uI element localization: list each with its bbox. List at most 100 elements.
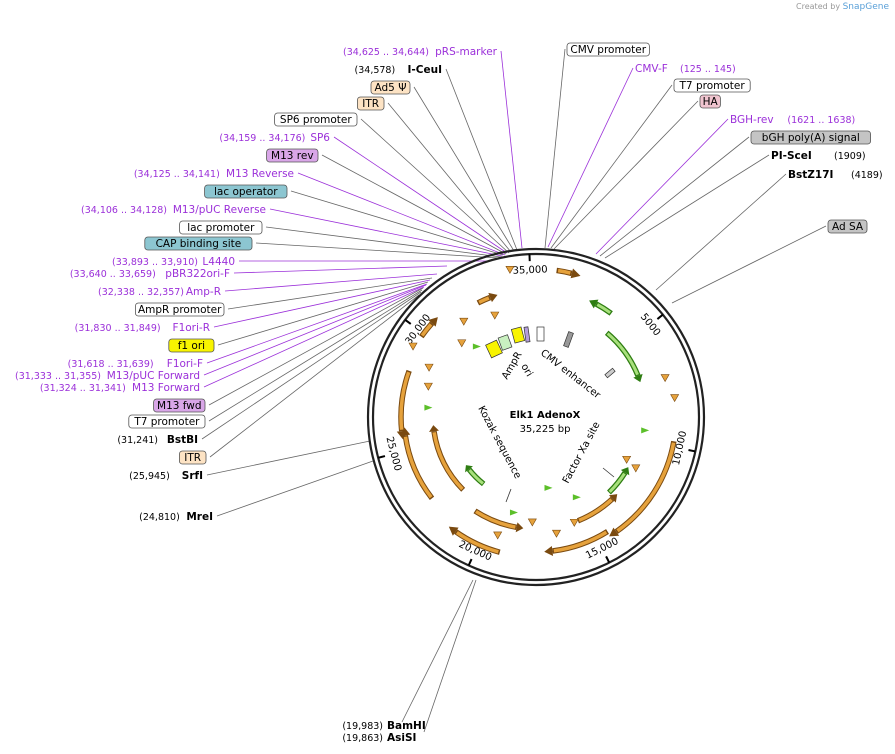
left-label[interactable]: L4440 (33,893 .. 33,910) xyxy=(112,256,235,268)
orf-arc-arrow xyxy=(609,527,620,537)
right-label[interactable]: PI-SceI(1909) xyxy=(771,150,866,162)
feature-box xyxy=(673,78,751,93)
coord-label: (125 .. 145) xyxy=(680,64,736,75)
left-label[interactable]: F1ori-F(31,618 .. 31,639) xyxy=(68,358,203,370)
left-label[interactable]: T7 promoter xyxy=(128,414,206,429)
feature-box xyxy=(144,236,253,251)
small-green-marker xyxy=(424,404,433,411)
bottom-label[interactable]: BamHI(19,983) xyxy=(342,720,425,732)
left-label[interactable]: pBR322ori-F(33,640 .. 33,659) xyxy=(70,268,230,280)
left-label[interactable]: M13 rev xyxy=(266,148,319,163)
right-label[interactable]: BGH-rev (1621 .. 1638) xyxy=(730,114,855,126)
orf-arc-arrow xyxy=(488,292,498,303)
left-label[interactable]: I-CeuI(34,578) xyxy=(355,64,442,76)
gray-block xyxy=(604,367,616,379)
left-label[interactable]: ITR xyxy=(356,96,385,111)
leader-line xyxy=(217,281,429,346)
right-label[interactable]: T7 promoter xyxy=(673,78,751,93)
left-label[interactable]: lac promoter xyxy=(179,220,263,235)
left-label[interactable]: M13 fwd xyxy=(153,398,206,413)
small-marker xyxy=(424,363,434,372)
small-marker xyxy=(660,374,670,383)
left-label[interactable]: f1 ori xyxy=(168,338,215,353)
tick-mark xyxy=(605,555,611,564)
feature-name: T7 promoter xyxy=(133,416,200,428)
left-label[interactable]: M13/pUC Forward(31,333 .. 31,355) xyxy=(15,370,200,382)
small-green-marker xyxy=(572,494,581,501)
right-label[interactable]: BstZ17I(4189) xyxy=(788,169,883,181)
primer-name: M13 Reverse xyxy=(226,168,294,180)
leader-line xyxy=(265,226,502,258)
left-label[interactable]: Amp-R(32,338 .. 32,357) xyxy=(98,286,221,298)
coord-label: (25,945) xyxy=(129,471,170,482)
coord-label: (33,640 .. 33,659) xyxy=(70,269,156,280)
right-label[interactable]: Ad SA xyxy=(827,219,868,234)
f1-ori-block xyxy=(485,339,503,359)
tick-mark xyxy=(688,448,696,453)
primer-block xyxy=(523,326,531,343)
left-label[interactable]: SP6 promoter xyxy=(274,112,358,127)
feature-name: M13 fwd xyxy=(157,400,202,412)
leader-line xyxy=(227,277,433,310)
right-label[interactable]: CMV-F(125 .. 145) xyxy=(635,63,736,75)
snapgene-credit: Created by SnapGene xyxy=(796,2,889,12)
right-label[interactable]: CMV promoter xyxy=(566,42,650,57)
enzyme-name: BstBI xyxy=(167,434,198,446)
tick-mark xyxy=(656,313,664,320)
feature-box xyxy=(168,338,215,353)
feature-name: CMV promoter xyxy=(570,44,646,56)
backbone-outer xyxy=(366,247,706,587)
leader-line xyxy=(595,118,729,255)
left-label[interactable]: AmpR promoter xyxy=(134,302,225,317)
left-label[interactable]: M13 Reverse(34,125 .. 34,141) xyxy=(134,168,294,180)
coord-label: (19,983) xyxy=(342,721,383,732)
leader-line xyxy=(203,286,425,388)
primer-name: L4440 xyxy=(202,256,235,268)
coord-label: (31,830 .. 31,849) xyxy=(75,323,161,334)
orf-arc-fill xyxy=(420,323,433,337)
bottom-label[interactable]: AsiSI(19,863) xyxy=(342,732,416,744)
tick-mark xyxy=(404,319,412,325)
small-marker xyxy=(457,339,467,348)
coord-label: (33,893 .. 33,910) xyxy=(112,257,198,268)
left-label[interactable]: CAP binding site xyxy=(144,236,253,251)
left-label[interactable]: ITR xyxy=(178,450,207,465)
left-label[interactable]: F1ori-R(31,830 .. 31,849) xyxy=(75,322,210,334)
left-label[interactable]: pRS-marker(34,625 .. 34,644) xyxy=(343,46,498,58)
feature-box xyxy=(356,96,385,111)
left-label[interactable]: Ad5 Ψ xyxy=(370,80,411,95)
coord-label: (31,324 .. 31,341) xyxy=(40,383,126,394)
inner-label-ori: ori xyxy=(518,362,534,379)
left-label[interactable]: BstBI (31,241) xyxy=(117,434,198,446)
orf-arc-fill xyxy=(455,531,499,554)
leader-line xyxy=(208,287,424,406)
left-label[interactable]: MreI(24,810) xyxy=(139,511,213,523)
right-label[interactable]: HA xyxy=(699,94,721,109)
primer-name: BGH-rev xyxy=(730,114,774,126)
leader-line xyxy=(233,265,448,274)
credit-prefix: Created by xyxy=(796,2,841,11)
enzyme-name: MreI xyxy=(186,511,213,523)
leader-line xyxy=(550,84,673,249)
left-label[interactable]: M13/pUC Reverse(34,106 .. 34,128) xyxy=(81,204,266,216)
small-marker xyxy=(490,311,500,320)
orf-arc-fill xyxy=(432,432,464,491)
orf-arc-arrow xyxy=(570,268,581,279)
right-label[interactable]: bGH poly(A) signal xyxy=(750,130,871,145)
tick-mark xyxy=(377,455,386,459)
enzyme-name: AsiSI xyxy=(387,732,416,744)
coord-label: (31,241) xyxy=(117,435,158,446)
left-label[interactable]: lac operator xyxy=(204,184,288,199)
small-marker xyxy=(569,518,579,527)
left-label[interactable]: SP6(34,159 .. 34,176) xyxy=(219,132,330,144)
coord-label: (1621 .. 1638) xyxy=(787,115,855,126)
left-label[interactable]: M13 Forward(31,324 .. 31,341) xyxy=(40,382,200,394)
leader-line xyxy=(500,50,523,249)
primer-name: M13/pUC Forward xyxy=(107,370,200,382)
enzyme-name: I-CeuI xyxy=(408,64,442,76)
leader-line xyxy=(209,294,420,458)
leader-line xyxy=(401,579,474,723)
leader-line xyxy=(387,102,512,253)
left-label[interactable]: SrfI(25,945) xyxy=(129,470,203,482)
